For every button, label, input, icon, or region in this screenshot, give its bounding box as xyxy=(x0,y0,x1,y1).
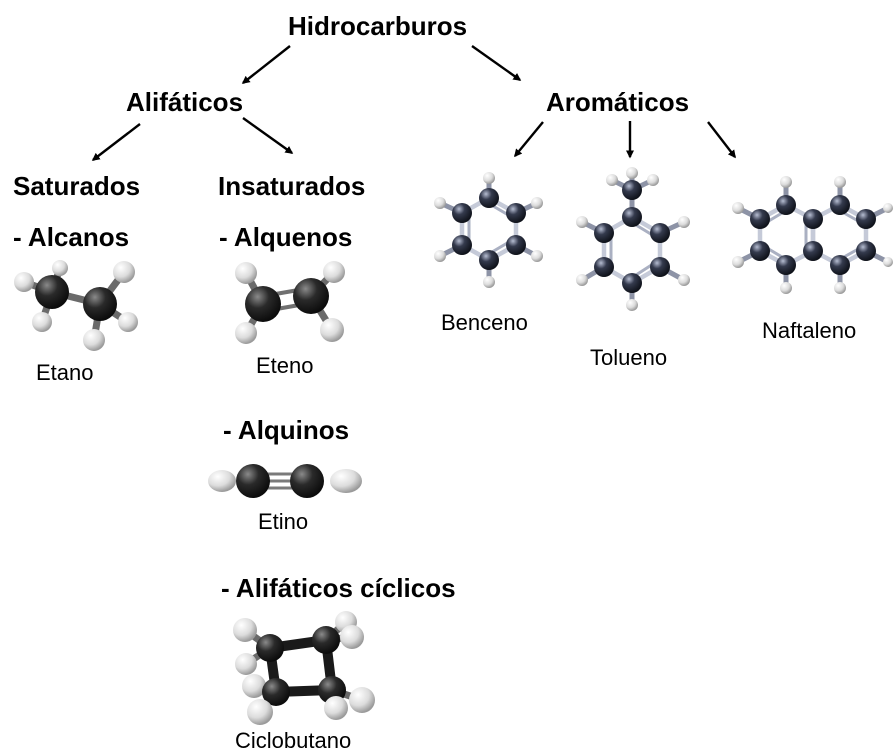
cyclobutane-label: Ciclobutano xyxy=(235,728,352,753)
arrow-icon xyxy=(241,45,291,84)
aromatic-heading: Aromáticos xyxy=(546,87,690,117)
arrows xyxy=(91,45,736,161)
cyclic-heading: - Alifáticos cíclicos xyxy=(221,573,456,603)
alkenes-heading: - Alquenos xyxy=(219,222,353,252)
saturated-heading: Saturados xyxy=(13,171,141,201)
toluene-model-icon xyxy=(576,167,690,311)
root-title: Hidrocarburos xyxy=(288,11,468,41)
unsaturated-heading: Insaturados xyxy=(218,171,366,201)
arrow-icon xyxy=(242,117,294,154)
ethyne-model-icon xyxy=(208,464,362,498)
benzene-label: Benceno xyxy=(441,310,528,335)
ethene-label: Eteno xyxy=(256,353,314,378)
ethane-label: Etano xyxy=(36,360,94,385)
ethene-model-icon xyxy=(235,261,345,344)
alkynes-heading: - Alquinos xyxy=(223,415,350,445)
arrow-icon xyxy=(707,121,736,159)
naphthalene-label: Naftaleno xyxy=(762,318,857,343)
aliphatic-heading: Alifáticos xyxy=(126,87,244,117)
benzene-model-icon xyxy=(434,172,543,288)
ethane-model-icon xyxy=(14,260,138,351)
toluene-label: Tolueno xyxy=(590,345,668,370)
arrow-icon xyxy=(514,121,544,158)
arrow-icon xyxy=(91,123,141,161)
naphthalene-model-icon xyxy=(732,176,893,294)
alkanes-heading: - Alcanos xyxy=(13,222,130,252)
ethyne-label: Etino xyxy=(258,509,309,534)
arrow-icon xyxy=(471,45,522,81)
cyclobutane-model-icon xyxy=(233,611,375,725)
